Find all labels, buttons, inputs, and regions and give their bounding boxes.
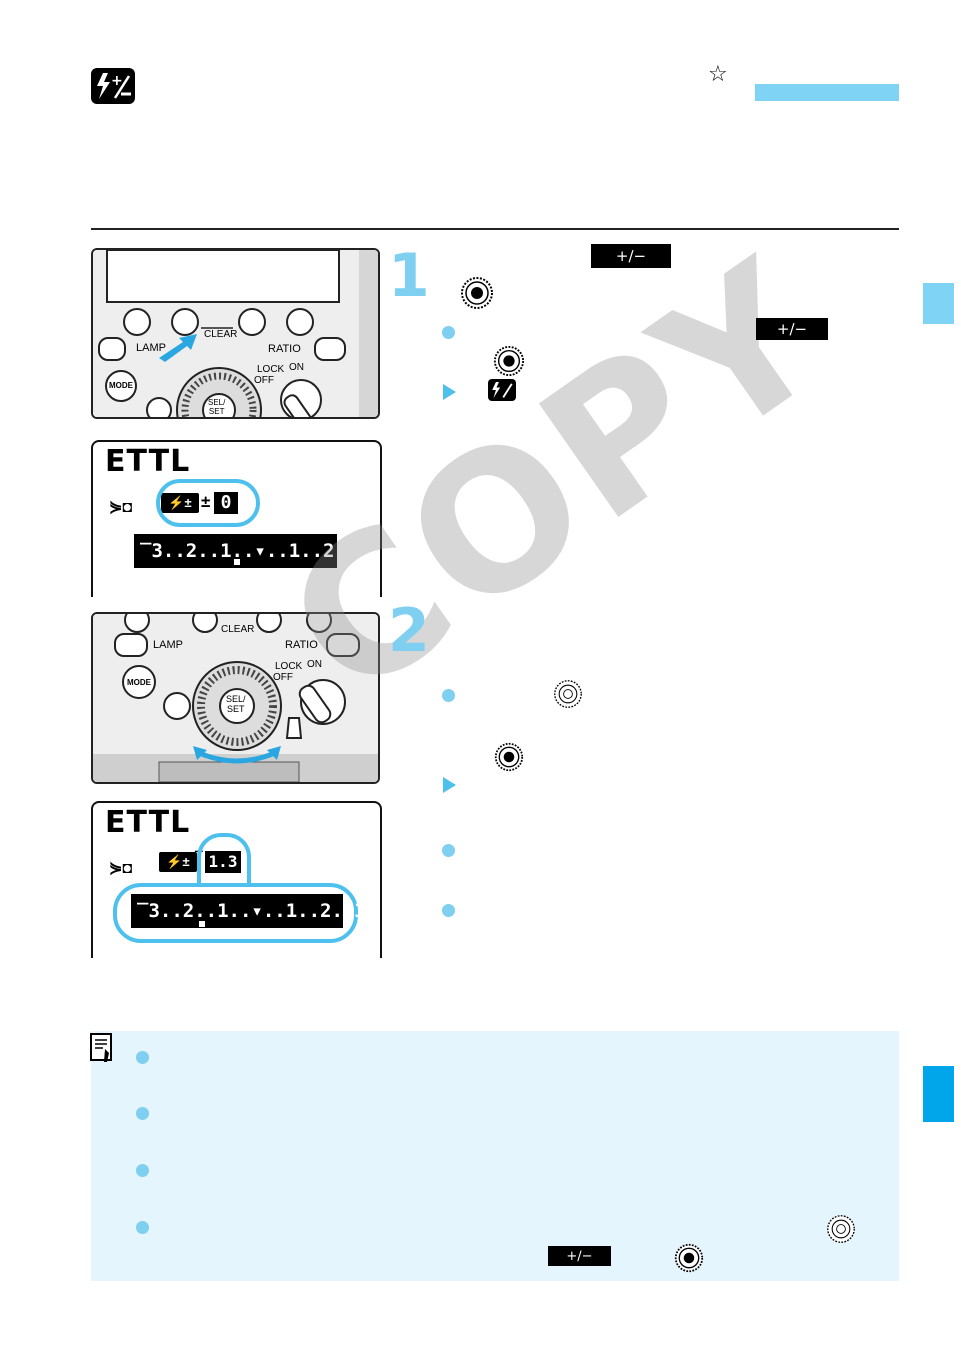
note-bullet-4 <box>136 1221 149 1234</box>
clear-label: CLEAR <box>204 329 238 340</box>
fec-scale-ring <box>113 883 358 943</box>
fec-value-ring <box>197 833 251 887</box>
step-1-number: 1 <box>388 241 430 311</box>
flash-controls-figure-1: CLEAR LAMP RATIO MODE LOCK OFF ON SEL/ S… <box>91 248 380 419</box>
mode-label: MODE <box>109 381 133 390</box>
step-2-result-arrow <box>443 777 456 793</box>
flash-head-icon-2: ⋟◘ <box>109 860 133 877</box>
lcd-mode-label-2: ETTL <box>105 805 191 840</box>
sel-set-label-2: SEL/ SET <box>226 694 246 714</box>
section-tab-bottom <box>923 1066 954 1122</box>
sel-set-label: SEL/ SET <box>208 398 225 416</box>
star-icon: ☆ <box>708 62 728 87</box>
step-1-sub-button-icon: +∕− <box>756 318 828 340</box>
fec-scale-2: ‾3..2..1..▾..1..2.⁺3 <box>131 894 366 928</box>
header-accent-bar <box>755 84 899 101</box>
lcd-mode-label: ETTL <box>105 444 191 479</box>
ratio-label-2: RATIO <box>285 639 318 651</box>
fec-scale-marker <box>234 559 240 565</box>
lcd-display-1: ETTL ⋟◘ ⚡± ± 0 ‾3..2..1..▾..1..2.⁺3 <box>91 440 382 597</box>
fec-icon-2: ⚡± <box>159 852 197 872</box>
set-label-2: SET <box>227 704 245 714</box>
off-label: OFF <box>254 375 274 386</box>
fec-scale-marker-2 <box>199 921 205 927</box>
step-1-result-arrow <box>443 384 456 400</box>
note-box: +∕− <box>90 1031 899 1281</box>
flash-head-icon: ⋟◘ <box>109 499 133 516</box>
note-bullet-3 <box>136 1164 149 1177</box>
mode-label-2: MODE <box>127 678 151 687</box>
set-label: SET <box>208 407 225 416</box>
clear-label-2: CLEAR <box>221 624 255 635</box>
fec-highlight-ring <box>156 479 260 527</box>
main-dial-icon <box>553 679 583 714</box>
sel-label-2: SEL/ <box>226 694 246 704</box>
fec-mode-icon-small <box>488 379 516 401</box>
on-label-2: ON <box>307 659 322 670</box>
step-2-bullet-3 <box>442 904 455 917</box>
section-tab-top <box>923 283 954 324</box>
ratio-label: RATIO <box>268 343 301 355</box>
quick-control-dial-icon-2 <box>493 345 525 382</box>
svg-text:+: + <box>111 73 123 89</box>
step-1-button-icon: +∕− <box>591 244 671 268</box>
fec-value: 0 <box>214 492 238 514</box>
note-bullet-1 <box>136 1051 149 1064</box>
lock-label: LOCK <box>257 364 285 375</box>
step-2-bullet-2 <box>442 844 455 857</box>
off-label-2: OFF <box>273 672 293 683</box>
lcd-display-2: ETTL ⋟◘ ⚡± ‾ 1.3 ‾3..2..1..▾..1..2.⁺3 <box>91 801 382 958</box>
fec-sign: ± <box>201 492 211 511</box>
section-rule <box>91 228 899 230</box>
memo-icon <box>90 1033 112 1062</box>
sel-label: SEL/ <box>208 398 226 407</box>
lamp-label: LAMP <box>136 342 166 354</box>
step-1-bullet <box>442 326 455 339</box>
note-bullet-2 <box>136 1107 149 1120</box>
on-label: ON <box>289 362 304 373</box>
quick-control-dial-icon-note <box>674 1243 704 1278</box>
lock-label-2: LOCK <box>275 661 303 672</box>
step-2-bullet-1 <box>442 689 455 702</box>
main-dial-icon-note <box>826 1214 856 1249</box>
lamp-label-2: LAMP <box>153 639 183 651</box>
quick-control-dial-icon-3 <box>494 742 524 777</box>
note-button-icon: +∕− <box>548 1246 611 1266</box>
flash-exposure-compensation-icon: + <box>91 68 135 104</box>
quick-control-dial-icon <box>460 276 494 315</box>
step-2-number: 2 <box>388 596 430 666</box>
flash-controls-figure-2: CLEAR LAMP RATIO MODE LOCK OFF ON SEL/ S… <box>91 612 380 784</box>
